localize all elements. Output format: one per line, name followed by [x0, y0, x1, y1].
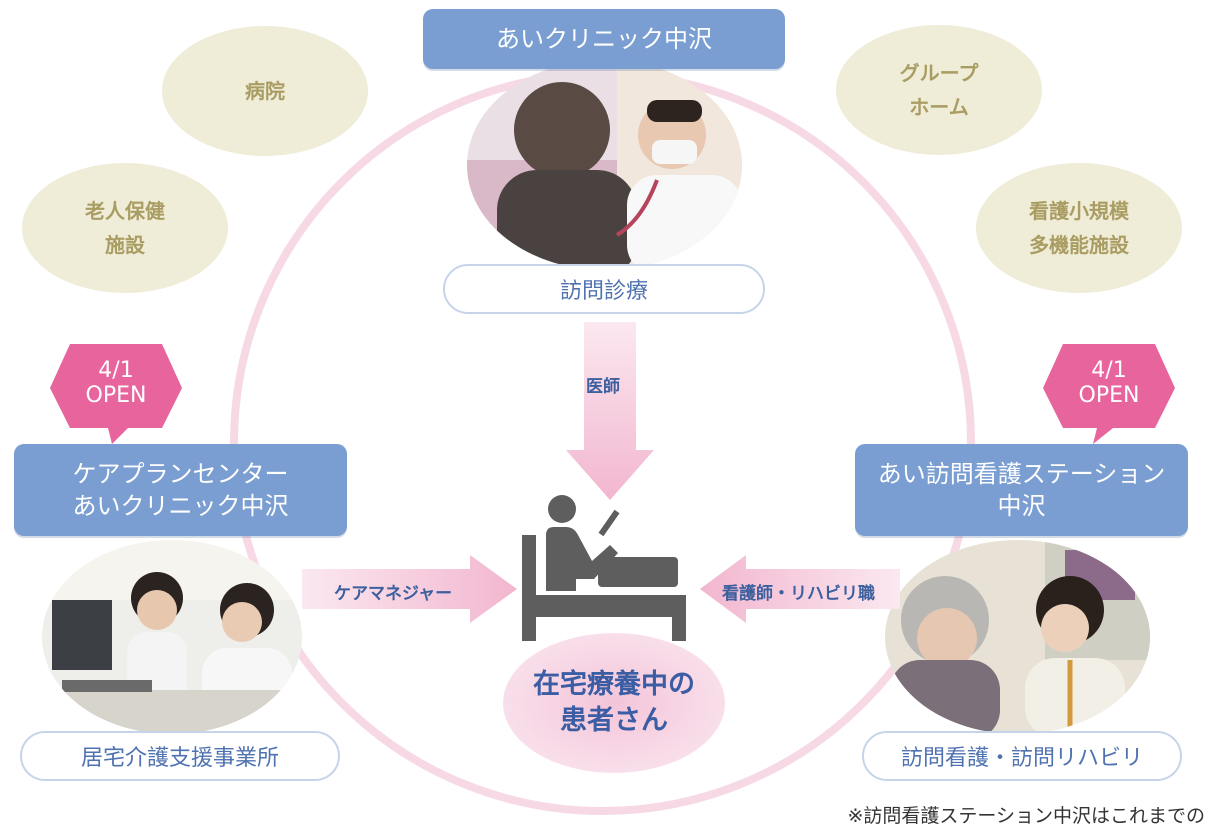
visit-nursing-label: 訪問看護・訪問リハビリ: [900, 746, 1143, 771]
facility-group-home-line2: ホーム: [909, 95, 969, 119]
facility-group-home-line1: グループ: [899, 61, 979, 85]
nurse-rehab-arrow-icon: [700, 555, 900, 623]
facility-group-home: グループ ホーム: [836, 25, 1042, 155]
care-plan-center-line2: あいクリニック中沢: [72, 492, 289, 520]
facility-hospital: 病院: [162, 26, 368, 156]
facility-elderly-health-line2: 施設: [105, 233, 145, 257]
visit-medical-pill: 訪問診療: [443, 264, 765, 314]
patient-bed-icon: [522, 495, 686, 641]
facility-small-multi-line1: 看護小規模: [1029, 199, 1129, 223]
care-office-photo: [42, 540, 302, 734]
nursing-station-line2: 中沢: [997, 492, 1046, 520]
nurse-rehab-label: 看護師・リハビリ職: [722, 584, 875, 604]
clinic-title: あいクリニック中沢: [496, 25, 712, 53]
visit-nursing-photo: [885, 540, 1150, 734]
nursing-station-box: あい訪問看護ステーション 中沢: [855, 444, 1188, 536]
patient-circle: 在宅療養中の 患者さん: [503, 633, 725, 773]
care-plan-center-line1: ケアプランセンター: [72, 460, 289, 488]
care-manager-label: ケアマネジャー: [334, 584, 453, 604]
facility-small-multi: 看護小規模 多機能施設: [976, 163, 1182, 293]
clinic-title-box: あいクリニック中沢: [423, 9, 785, 69]
open-badge-left-date: 4/1: [98, 358, 134, 383]
doctor-visit-photo: [467, 60, 742, 270]
doctor-label: 医師: [586, 377, 620, 397]
home-care-office-pill: 居宅介護支援事業所: [20, 731, 340, 781]
open-badge-right-text: OPEN: [1078, 383, 1140, 408]
visit-medical-label: 訪問診療: [559, 279, 648, 304]
open-badge-right: 4/1 OPEN: [1043, 344, 1175, 444]
visit-nursing-pill: 訪問看護・訪問リハビリ: [862, 731, 1182, 781]
open-badge-left: 4/1 OPEN: [50, 344, 182, 444]
facility-hospital-label: 病院: [245, 79, 285, 103]
facility-elderly-health-line1: 老人保健: [85, 199, 165, 223]
home-care-office-label: 居宅介護支援事業所: [80, 746, 279, 771]
open-badge-right-date: 4/1: [1091, 358, 1127, 383]
nursing-station-line1: あい訪問看護ステーション: [877, 460, 1166, 488]
care-plan-center-box: ケアプランセンター あいクリニック中沢: [14, 444, 347, 536]
patient-line1: 在宅療養中の: [533, 669, 695, 700]
facility-elderly-health: 老人保健 施設: [22, 163, 228, 293]
doctor-arrow-icon: [566, 322, 654, 500]
care-manager-arrow-icon: [302, 555, 517, 623]
open-badge-left-text: OPEN: [85, 383, 147, 408]
patient-line2: 患者さん: [560, 705, 668, 736]
facility-small-multi-line2: 多機能施設: [1029, 233, 1129, 257]
footnote: ※訪問看護ステーション中沢はこれまでの: [847, 805, 1205, 827]
